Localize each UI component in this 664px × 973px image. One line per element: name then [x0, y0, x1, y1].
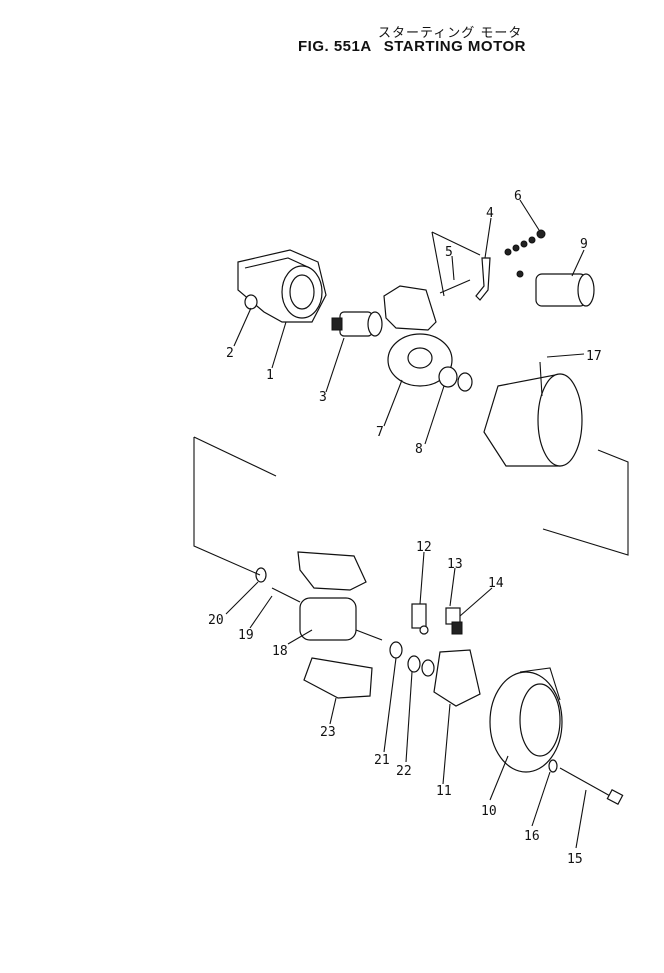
- callout-21: 21: [374, 753, 390, 768]
- part-armature: [271, 587, 383, 641]
- callout-19: 19: [238, 628, 254, 643]
- part-magnetic-switch: [516, 270, 595, 307]
- part-rear-cover: [489, 667, 563, 773]
- figure-title: FIG. 551A STARTING MOTOR: [298, 38, 538, 55]
- part-brush: [445, 607, 463, 635]
- part-spacer: [438, 366, 473, 392]
- part-lever-pin: [439, 279, 471, 294]
- part-field-coil-lower: [303, 657, 373, 699]
- callout-8: 8: [415, 442, 423, 457]
- part-bushing: [244, 294, 258, 310]
- part-brush-holder: [433, 649, 481, 707]
- callout-12: 12: [416, 540, 432, 555]
- part-washer-21: [389, 641, 403, 659]
- callout-6: 6: [514, 189, 522, 204]
- callout-22: 22: [396, 764, 412, 779]
- callout-3: 3: [319, 390, 327, 405]
- callout-9: 9: [580, 237, 588, 252]
- callout-20: 20: [208, 613, 224, 628]
- callout-4: 4: [486, 206, 494, 221]
- callout-18: 18: [272, 644, 288, 659]
- part-yoke: [483, 361, 583, 467]
- callout-10: 10: [481, 804, 497, 819]
- part-pinion-clutch: [331, 311, 383, 337]
- part-washers: [504, 229, 546, 256]
- callout-16: 16: [524, 829, 540, 844]
- callout-5: 5: [445, 245, 453, 260]
- figure-number: FIG. 551A: [298, 38, 372, 55]
- part-shift-lever: [475, 257, 491, 301]
- part-washer-16: [548, 759, 558, 773]
- callout-17: 17: [586, 349, 602, 364]
- part-front-housing: [237, 249, 327, 323]
- figure-header: スターティング モータ FIG. 551A STARTING MOTOR: [0, 0, 664, 60]
- callout-7: 7: [376, 425, 384, 440]
- part-field-coil-upper: [297, 551, 367, 591]
- callout-1: 1: [266, 368, 274, 383]
- callout-11: 11: [436, 784, 452, 799]
- callout-2: 2: [226, 346, 234, 361]
- assembly-guide-lines: [193, 231, 629, 576]
- leader-lines: [225, 199, 587, 849]
- part-washer-22: [407, 655, 435, 677]
- callout-15: 15: [567, 852, 583, 867]
- figure-title-japanese: スターティング モータ: [378, 26, 523, 41]
- part-washer-armature-front: [255, 567, 267, 583]
- callout-23: 23: [320, 725, 336, 740]
- part-brush-springs: [411, 603, 429, 635]
- callout-14: 14: [488, 576, 504, 591]
- part-through-bolt: [559, 767, 624, 806]
- part-center-bracket: [383, 285, 453, 387]
- callout-13: 13: [447, 557, 463, 572]
- figure-name: STARTING MOTOR: [383, 38, 526, 55]
